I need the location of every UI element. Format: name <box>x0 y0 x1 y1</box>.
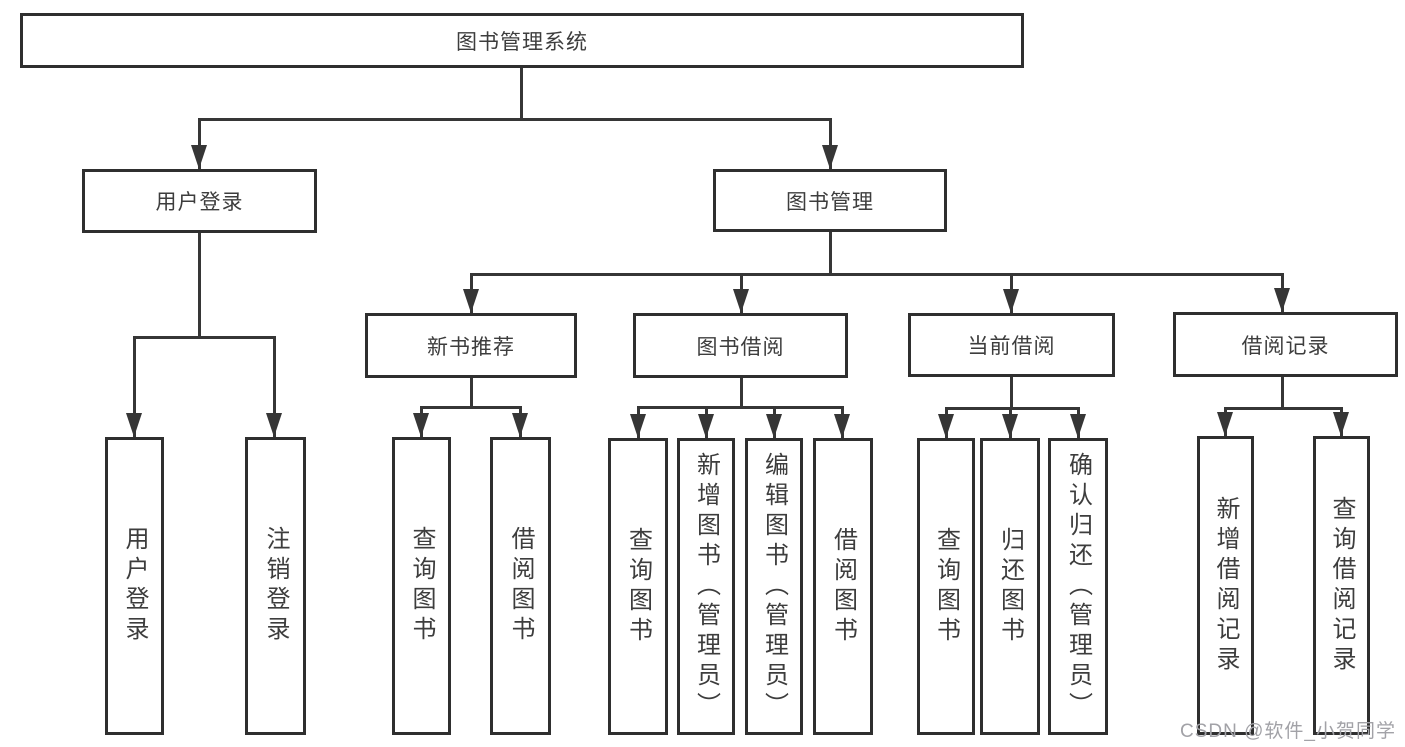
arrowhead-icon <box>126 413 142 437</box>
node-label: 图书借阅 <box>696 335 785 359</box>
leaf-borrow-books-1: 借阅图书 <box>490 437 551 735</box>
leaf-label: 用户登录 <box>121 526 148 646</box>
leaf-confirm-return-admin: 确认归还（管理员） <box>1048 438 1108 735</box>
arrowhead-icon <box>1070 414 1086 438</box>
connector-line <box>133 336 136 437</box>
arrowhead-icon <box>1333 412 1349 436</box>
arrowhead-icon <box>1217 412 1233 436</box>
leaf-label: 查询图书 <box>932 526 960 647</box>
leaf-label: 注销登录 <box>262 526 289 646</box>
connector-line <box>133 336 275 339</box>
connector-line <box>1281 377 1284 407</box>
leaf-add-borrow-record: 新增借阅记录 <box>1197 436 1254 735</box>
connector-line <box>198 118 832 121</box>
connector-line <box>198 118 201 169</box>
leaf-query-books-1: 查询图书 <box>392 437 451 735</box>
arrowhead-icon <box>1003 289 1019 313</box>
node-label: 图书管理 <box>786 190 874 214</box>
connector-line <box>945 407 1079 410</box>
node-new-book-recommend: 新书推荐 <box>365 313 577 378</box>
connector-line <box>829 232 832 273</box>
connector-line <box>1224 407 1342 410</box>
arrowhead-icon <box>413 413 429 437</box>
node-label: 新书推荐 <box>427 335 515 359</box>
node-label: 图书管理系统 <box>456 30 588 54</box>
node-label: 用户登录 <box>155 191 244 214</box>
leaf-label: 借阅图书 <box>829 526 857 647</box>
leaf-add-books-admin: 新增图书（管理员） <box>677 438 735 735</box>
node-label: 借阅记录 <box>1241 334 1330 358</box>
arrowhead-icon <box>822 145 838 169</box>
node-label: 当前借阅 <box>967 335 1056 358</box>
node-book-management: 图书管理 <box>713 169 947 232</box>
node-borrow-records: 借阅记录 <box>1173 312 1398 377</box>
connector-line <box>198 233 201 336</box>
node-root-library-system: 图书管理系统 <box>20 13 1024 68</box>
leaf-user-login: 用户登录 <box>105 437 164 735</box>
csdn-watermark: CSDN @软件_小贺同学 <box>1180 721 1396 742</box>
node-user-login: 用户登录 <box>82 169 317 233</box>
leaf-label: 查询图书 <box>624 526 652 647</box>
connector-line <box>829 118 832 169</box>
leaf-borrow-books-2: 借阅图书 <box>813 438 873 735</box>
leaf-query-borrow-record: 查询借阅记录 <box>1313 436 1370 735</box>
leaf-label: 新增借阅记录 <box>1212 495 1239 676</box>
arrowhead-icon <box>191 145 207 169</box>
arrowhead-icon <box>766 414 782 438</box>
connector-line <box>740 378 743 406</box>
connector-line <box>520 68 523 118</box>
arrowhead-icon <box>266 413 282 437</box>
leaf-label: 查询借阅记录 <box>1328 495 1355 676</box>
leaf-label: 归还图书 <box>996 526 1024 647</box>
leaf-label: 编辑图书（管理员） <box>760 451 788 722</box>
leaf-query-books-2: 查询图书 <box>608 438 668 735</box>
connector-line <box>470 378 473 406</box>
leaf-logout: 注销登录 <box>245 437 306 735</box>
arrowhead-icon <box>463 289 479 313</box>
leaf-edit-books-admin: 编辑图书（管理员） <box>745 438 803 735</box>
leaf-label: 查询图书 <box>408 526 435 646</box>
connector-line <box>637 406 843 409</box>
arrowhead-icon <box>512 413 528 437</box>
arrowhead-icon <box>938 414 954 438</box>
arrowhead-icon <box>1002 414 1018 438</box>
connector-line <box>470 273 1284 276</box>
connector-line <box>1010 377 1013 407</box>
arrowhead-icon <box>698 414 714 438</box>
leaf-label: 新增图书（管理员） <box>692 451 720 722</box>
node-book-borrow: 图书借阅 <box>633 313 848 378</box>
leaf-query-books-3: 查询图书 <box>917 438 975 735</box>
arrowhead-icon <box>733 289 749 313</box>
arrowhead-icon <box>630 414 646 438</box>
leaf-return-books: 归还图书 <box>980 438 1040 735</box>
arrowhead-icon <box>834 414 850 438</box>
leaf-label: 借阅图书 <box>507 526 534 646</box>
arrowhead-icon <box>1274 288 1290 312</box>
leaf-label: 确认归还（管理员） <box>1064 451 1092 722</box>
connector-line <box>273 336 276 437</box>
connector-line <box>420 406 521 409</box>
node-current-borrow: 当前借阅 <box>908 313 1115 377</box>
